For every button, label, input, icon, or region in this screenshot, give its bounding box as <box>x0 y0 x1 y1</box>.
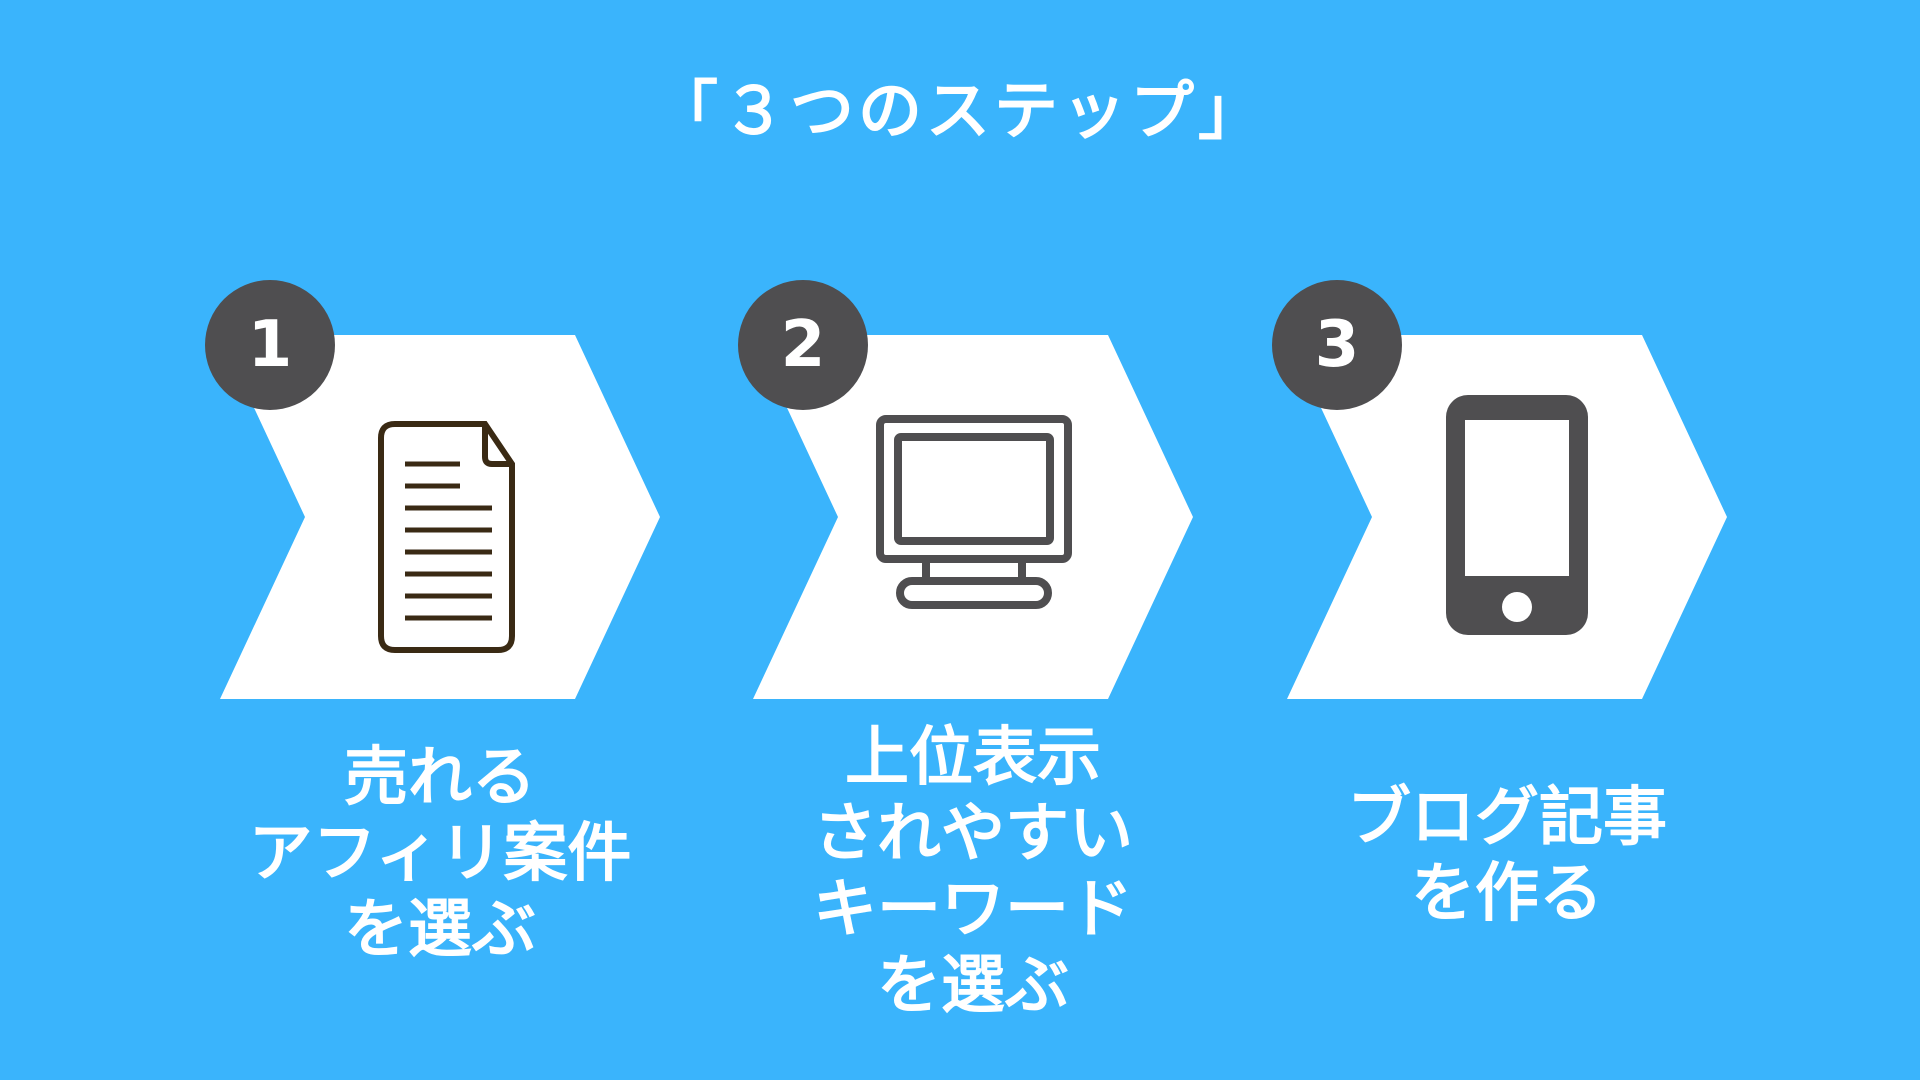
caption-line: されやすい <box>813 797 1133 871</box>
caption-line: ブログ記事 <box>1347 781 1667 855</box>
caption-line: を作る <box>1411 857 1603 931</box>
caption-line: キーワード <box>813 873 1133 947</box>
step-caption: 上位表示 されやすい キーワード を選ぶ <box>738 720 1208 1024</box>
chevron-arrow-shape <box>753 335 1193 699</box>
desktop-monitor-icon <box>876 415 1072 609</box>
caption-line: 上位表示 <box>845 721 1101 795</box>
diagram-title: 「３つのステップ」 <box>654 75 1266 149</box>
smartphone-icon <box>1446 395 1588 635</box>
document-icon <box>378 421 515 653</box>
caption-line: アフィリ案件 <box>248 817 632 891</box>
step-1: 1 売れる アフィリ案件 を選ぶ <box>205 275 660 1055</box>
caption-line: 売れる <box>344 741 536 815</box>
step-2: 2 上位表示 されやすい キーワード を選ぶ <box>738 275 1193 1055</box>
caption-line: を選ぶ <box>877 949 1069 1023</box>
step-3: 3 ブログ記事 を作る <box>1272 275 1727 1055</box>
step-number-badge: 3 <box>1272 280 1402 410</box>
step-caption: ブログ記事 を作る <box>1272 780 1742 932</box>
step-caption: 売れる アフィリ案件 を選ぶ <box>205 740 675 968</box>
caption-line: を選ぶ <box>344 893 536 967</box>
step-number-badge: 1 <box>205 280 335 410</box>
step-number-badge: 2 <box>738 280 868 410</box>
